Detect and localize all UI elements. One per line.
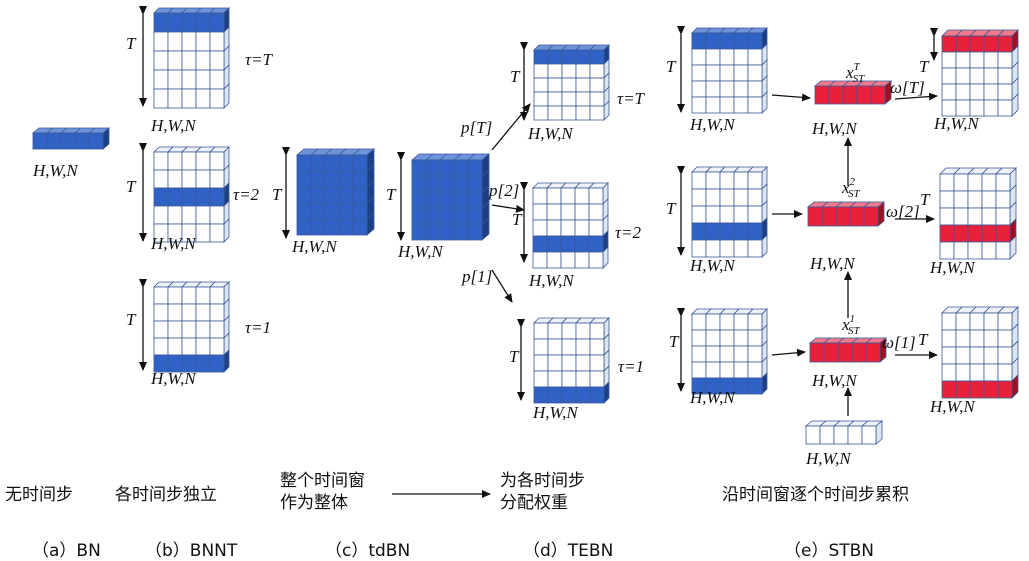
stbn-output-bot-dims-label: H,W,N <box>929 397 976 416</box>
tebn-top-dims-label: H,W,N <box>527 124 574 143</box>
tebn-mid-dims-label: H,W,N <box>528 271 575 290</box>
tebn-arrow-p-2 <box>491 204 525 213</box>
bnnt-bot-dims-label: H,W,N <box>150 369 197 388</box>
stbn-output-block-2 <box>939 167 1017 260</box>
bnnt-bot-T-label: T <box>126 310 137 329</box>
bn-dims-label: H,W,N <box>32 161 79 180</box>
stbn-output-block-T <box>941 29 1019 117</box>
block-layer <box>31 7 1019 445</box>
stbn-input-bot-dims-label: H,W,N <box>689 388 736 407</box>
tdbn-T-label: T <box>272 185 283 204</box>
stbn-vec-bot-dims-label: H,W,N <box>811 371 858 390</box>
stbn-input-block-1 <box>691 308 768 395</box>
stbn-output-mid-dims-label: H,W,N <box>929 258 976 277</box>
stbn-omega-1-label: ω[1] <box>882 333 916 352</box>
stbn-in-T-to-xst-T <box>771 93 811 102</box>
stbn-output-bot-T-label: T <box>918 330 929 349</box>
stbn-output-block-1 <box>941 306 1019 399</box>
bnnt-tau-T-label: τ=T <box>245 50 274 69</box>
tebn-mid-T-label: T <box>512 210 523 229</box>
tdbn-description-line1: 整个时间窗 <box>280 471 365 491</box>
bn-vector-block <box>31 127 111 150</box>
tebn-arrow-p-1 <box>491 269 513 303</box>
stbn-output-top-dims-label: H,W,N <box>933 114 980 133</box>
tebn-source-dims-label: H,W,N <box>397 242 444 261</box>
stbn-input-bot-T-label: T <box>669 332 680 351</box>
tebn-p-T-label: p[T] <box>460 118 492 137</box>
tebn-p-1-label: p[1] <box>461 267 492 286</box>
stbn-vec-input-dims-label: H,W,N <box>805 449 852 468</box>
tebn-block-tau-1 <box>533 317 610 404</box>
tebn-bot-dims-label: H,W,N <box>532 403 579 422</box>
stbn-input-top-dims-label: H,W,N <box>689 115 736 134</box>
bnnt-top-T-label: T <box>126 34 137 53</box>
arrow-layer <box>139 6 938 498</box>
stbn-in-1-to-xst-1 <box>771 348 806 357</box>
bnnt-mid-dims-label: H,W,N <box>150 234 197 253</box>
tdbn-caption: （c）tdBN <box>325 541 410 561</box>
bnnt-top-dims-label: H,W,N <box>150 116 197 135</box>
stbn-vec-top-dims-label: H,W,N <box>811 119 858 138</box>
stbn-description: 沿时间窗逐个时间步累积 <box>722 485 909 505</box>
stbn-omega-2-label: ω[2] <box>886 202 920 221</box>
stbn-xst-2-vector <box>806 201 886 227</box>
bnnt-block-tau-T <box>153 7 230 109</box>
tebn-tau-2-label: τ=2 <box>615 223 642 242</box>
bnnt-block-tau-1 <box>153 281 230 373</box>
stbn-output-top-T-label: T <box>919 57 930 76</box>
tdbn-description-line2: 作为整体 <box>280 493 348 513</box>
bn-caption: （a）BN <box>32 541 101 561</box>
tebn-block-tau-2 <box>532 182 609 269</box>
bnnt-description: 各时间步独立 <box>115 485 217 505</box>
stbn-input-mid-T-label: T <box>666 199 677 218</box>
stbn-input-vector <box>804 420 884 445</box>
bn-description: 无时间步 <box>5 485 73 505</box>
tebn-tau-1-label: τ=1 <box>618 357 644 376</box>
stbn-xst-1-vector <box>808 337 888 363</box>
tdbn-block <box>295 148 376 236</box>
tebn-tau-T-label: τ=T <box>617 89 646 108</box>
bnnt-tau-1-label: τ=1 <box>245 318 271 337</box>
bnnt-tau-2-label: τ=2 <box>233 185 260 204</box>
tebn-p-2-label: p[2] <box>488 181 519 200</box>
stbn-input-block-2 <box>691 166 768 258</box>
tebn-description-line1: 为各时间步 <box>500 471 585 491</box>
tebn-block-tau-T <box>533 44 610 121</box>
tebn-source-T-label: T <box>386 185 397 204</box>
tebn-caption: （d）TEBN <box>523 541 613 561</box>
stbn-output-mid-T-label: T <box>920 190 931 209</box>
bnnt-block-tau-2 <box>153 146 230 243</box>
tebn-bot-T-label: T <box>509 347 520 366</box>
tebn-top-T-label: T <box>510 67 521 86</box>
stbn-input-top-T-label: T <box>666 57 677 76</box>
stbn-vec-mid-dims-label: H,W,N <box>809 254 856 273</box>
bnnt-mid-T-label: T <box>126 177 137 196</box>
stbn-xst-T-to-out <box>894 92 938 101</box>
bnnt-caption: （b）BNNT <box>145 541 238 561</box>
tebn-description-line2: 分配权重 <box>500 493 568 513</box>
stbn-input-block-T <box>691 27 768 114</box>
stbn-caption: （e）STBN <box>784 541 874 561</box>
stbn-omega-T-label: ω[T] <box>890 78 925 97</box>
stbn-xst-T-vector <box>813 80 893 105</box>
tebn-source-block <box>410 153 491 241</box>
tdbn-dims-label: H,W,N <box>291 237 338 256</box>
stbn-input-mid-dims-label: H,W,N <box>689 256 736 275</box>
